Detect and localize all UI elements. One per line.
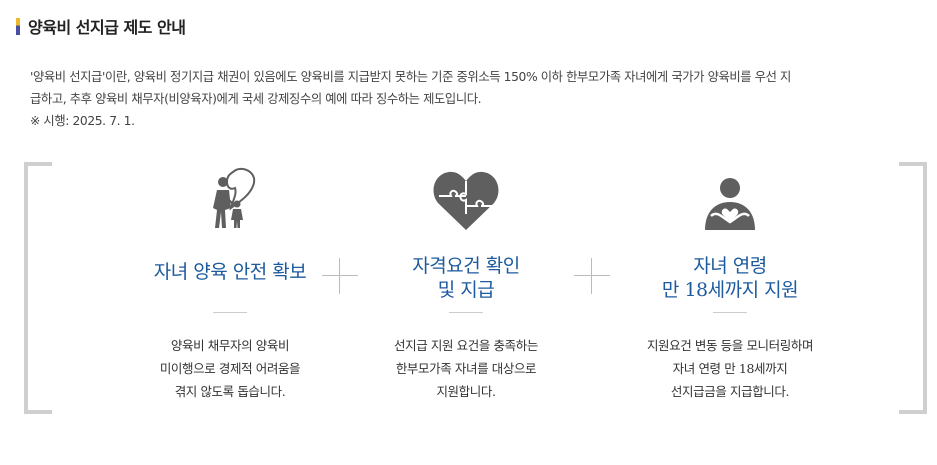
- feature-age-support: 자녀 연령 만 18세까지 지원 지원요건 변동 등을 모니터링하며 자녀 연령…: [600, 166, 860, 399]
- person-heart-icon: [705, 178, 755, 230]
- puzzle-heart-icon: [433, 171, 499, 230]
- description-line: '양육비 선지급'이란, 양육비 정기지급 채권이 있음에도 양육비를 지급받지…: [30, 70, 791, 84]
- feature-eligibility: 자격요건 확인 및 지급 선지급 지원 요건을 충족하는 한부모가족 자녀를 대…: [336, 166, 596, 399]
- feature-text-line: 선지급금을 지급합니다.: [670, 384, 790, 399]
- description-line: 급하고, 추후 양육비 채무자(비양육자)에게 국세 강제징수의 예에 따라 징…: [30, 92, 482, 106]
- feature-text-line: 자녀 연령 만 18세까지: [672, 361, 788, 376]
- feature-title: 자녀 연령: [693, 255, 767, 277]
- effective-date: ※ 시행: 2025. 7. 1.: [30, 114, 135, 128]
- feature-text-line: 지원요건 변동 등을 모니터링하며: [646, 338, 814, 353]
- feature-title: 자녀 양육 안전 확보: [153, 261, 307, 283]
- feature-text-line: 겪지 않도록 돕습니다.: [174, 384, 286, 399]
- feature-text-line: 한부모가족 자녀를 대상으로: [395, 361, 537, 376]
- title-accent-bar: [16, 17, 20, 35]
- left-bracket-frame: [24, 162, 52, 414]
- feature-text-line: 양육비 채무자의 양육비: [170, 338, 290, 353]
- right-bracket-frame: [899, 162, 927, 414]
- divider: [213, 312, 247, 313]
- plus-separator: [574, 258, 610, 294]
- divider: [713, 312, 747, 313]
- divider: [449, 312, 483, 313]
- section-header: 양육비 선지급 제도 안내: [16, 14, 186, 38]
- parent-child-icon: [213, 167, 256, 228]
- description: '양육비 선지급'이란, 양육비 정기지급 채권이 있음에도 양육비를 지급받지…: [30, 66, 930, 132]
- feature-text-line: 미이행으로 경제적 어려움을: [159, 361, 301, 376]
- feature-title: 만 18세까지 지원: [661, 279, 799, 301]
- feature-child-safety: 자녀 양육 안전 확보 양육비 채무자의 양육비 미이행으로 경제적 어려움을 …: [100, 166, 360, 399]
- feature-title: 자격요건 확인: [412, 255, 520, 277]
- feature-title: 및 지급: [437, 279, 495, 301]
- feature-text-line: 선지급 지원 요건을 충족하는: [394, 338, 538, 353]
- plus-separator: [322, 258, 358, 294]
- page-title: 양육비 선지급 제도 안내: [28, 18, 186, 37]
- feature-text-line: 지원합니다.: [436, 384, 496, 399]
